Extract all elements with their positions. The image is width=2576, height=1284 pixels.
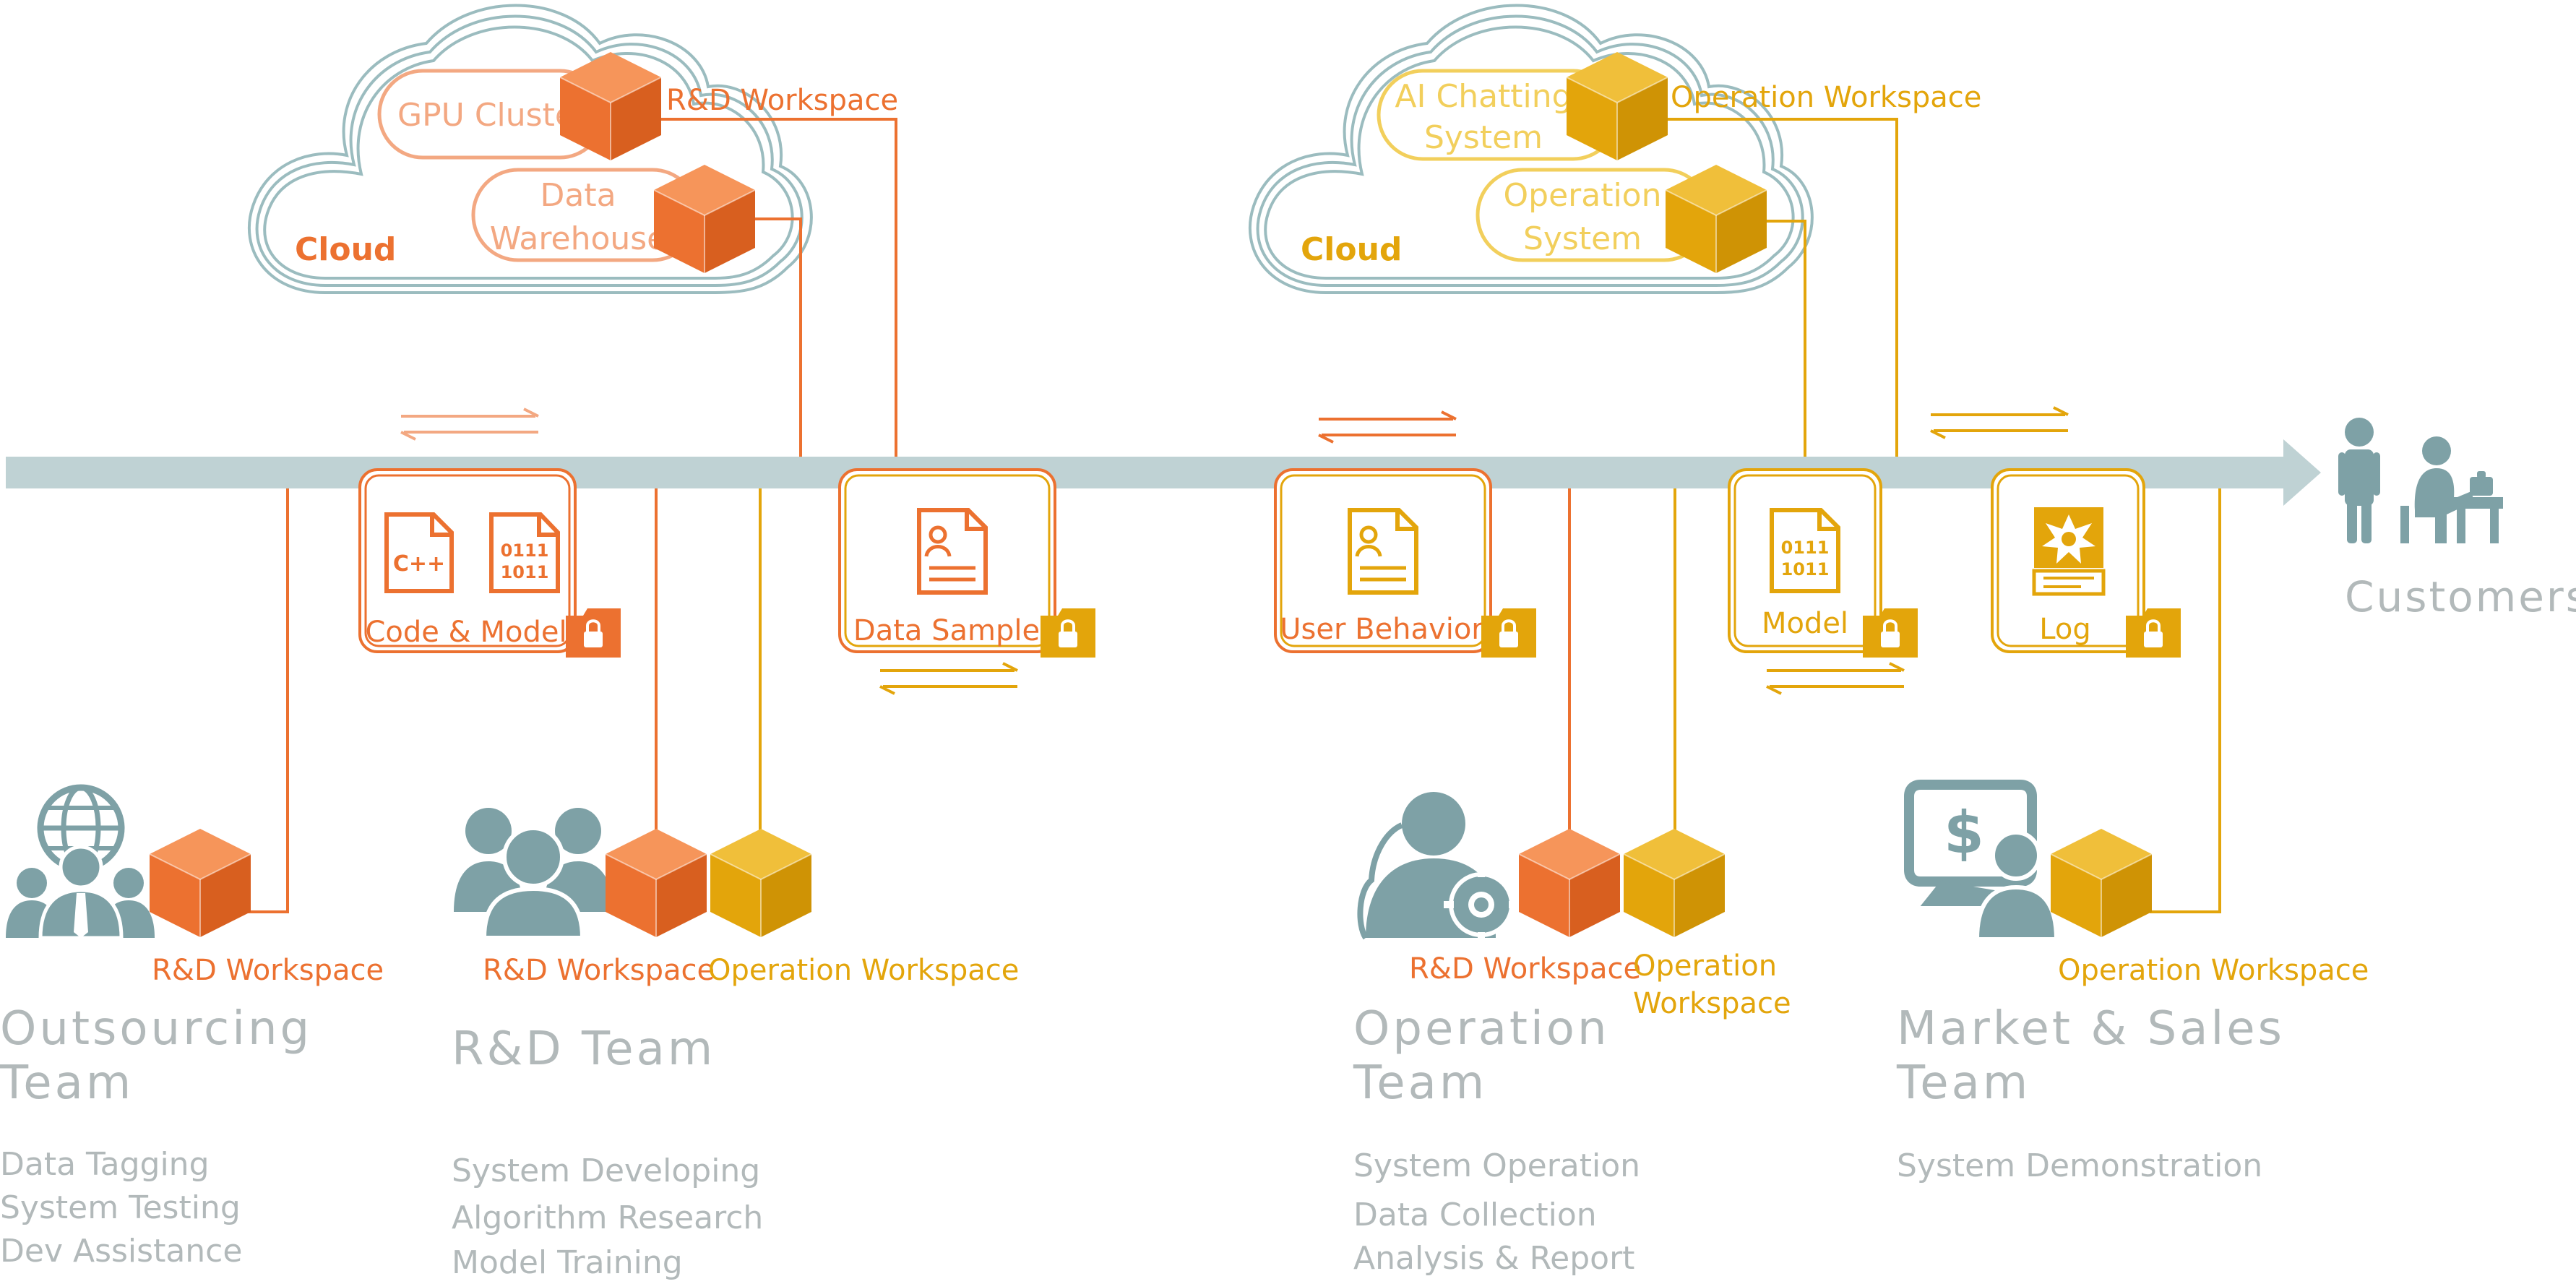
- asset-model: 0111 1011 Model: [1728, 468, 1919, 659]
- exchange-arrow-icon: [400, 408, 540, 441]
- team-connectors: [246, 488, 2221, 913]
- user-document-icon: [917, 508, 988, 595]
- team-title-line1: Market & Sales: [1897, 1002, 2285, 1056]
- flow-bar: [6, 439, 2321, 506]
- data-warehouse-label-2: Warehouse: [490, 220, 667, 257]
- rd-workspace-label: R&D Workspace: [483, 954, 715, 987]
- operation-workspace-cube-icon: [1623, 828, 1726, 938]
- team-task: System Testing: [0, 1189, 241, 1226]
- market-sales-team-icon: $: [1904, 780, 2059, 942]
- operation-workspace-label: Operation Workspace: [708, 954, 1019, 987]
- outsourcing-team-icon: [6, 784, 155, 940]
- rd-workspace-label: R&D Workspace: [1409, 952, 1641, 986]
- team-task: Analysis & Report: [1353, 1240, 1634, 1277]
- user-document-icon: [1348, 508, 1418, 595]
- rd-team-icon: [454, 808, 613, 940]
- customers: Customers: [2338, 418, 2576, 621]
- team-task: Data Collection: [1353, 1197, 1597, 1233]
- svg-text:0111: 0111: [1781, 538, 1830, 558]
- svg-text:0111: 0111: [501, 540, 549, 561]
- connector-line: [661, 118, 897, 457]
- operation-workspace-cube-icon: [710, 828, 812, 938]
- binary-file-icon: 0111 1011: [489, 512, 560, 593]
- rd-workspace-cube-icon: [605, 828, 707, 938]
- svg-text:1011: 1011: [1781, 559, 1830, 579]
- cpp-file-icon: C++: [384, 512, 454, 593]
- team-title-line2: Team: [0, 1056, 134, 1110]
- rd-cloud: Cloud GPU Cluster Data Warehouse R&D Wor…: [247, 4, 898, 457]
- asset-user-behavior: User Behavior: [1274, 468, 1538, 659]
- team-market-sales: $ Operation Workspace Market & Sales Tea…: [1896, 780, 2369, 1184]
- team-title-line1: R&D Team: [452, 1022, 715, 1076]
- asset-label: Code & Model: [365, 616, 567, 649]
- operation-system-label-1: Operation: [1504, 177, 1662, 214]
- team-task: System Developing: [452, 1152, 760, 1189]
- alert-log-icon: [2032, 507, 2106, 596]
- asset-label: Log: [2039, 613, 2090, 646]
- rd-workspace-cube-icon: [149, 828, 251, 938]
- customers-icon: [2338, 418, 2503, 543]
- team-title-line1: Outsourcing: [0, 1002, 312, 1056]
- svg-text:1011: 1011: [501, 562, 549, 582]
- operation-workspace-label-2: Workspace: [1633, 987, 1791, 1020]
- exchange-arrow-icon: [1765, 662, 1905, 695]
- cloud-workspace-label: R&D Workspace: [666, 84, 898, 117]
- team-task: System Operation: [1353, 1147, 1640, 1184]
- team-title-line2: Team: [1353, 1056, 1487, 1110]
- operation-workspace-label-1: Operation: [1633, 949, 1777, 983]
- team-task: Data Tagging: [0, 1146, 210, 1183]
- ai-chatting-label-2: System: [1424, 119, 1543, 156]
- lock-folder-icon: [1039, 607, 1097, 659]
- lock-folder-icon: [1861, 607, 1919, 659]
- operation-system-label-2: System: [1523, 220, 1642, 257]
- asset-label: Model: [1762, 607, 1848, 640]
- operation-workspace-cube-icon: [2050, 828, 2153, 938]
- team-task: Dev Assistance: [0, 1233, 242, 1270]
- asset-log: Log: [1991, 468, 2182, 659]
- binary-file-icon: 0111 1011: [1770, 508, 1840, 593]
- asset-label: Data Sample: [853, 614, 1040, 647]
- cloud-label: Cloud: [295, 231, 396, 268]
- connector-line: [755, 217, 802, 457]
- exchange-arrow-icon: [1929, 406, 2069, 439]
- operation-cloud: Cloud AI Chatting System Operation Syste…: [1248, 4, 1981, 457]
- lock-folder-icon: [564, 607, 622, 659]
- svg-text:C++: C++: [393, 551, 445, 577]
- gpu-cluster-label: GPU Cluster: [397, 97, 588, 134]
- rd-workspace-cube-icon: [1518, 828, 1621, 938]
- lock-folder-icon: [2124, 607, 2182, 659]
- cloud-label: Cloud: [1301, 231, 1402, 268]
- connector-line: [1767, 220, 1806, 457]
- team-operation: R&D Workspace Operation Workspace Operat…: [1353, 792, 1791, 1277]
- workspace-label: Operation Workspace: [2058, 954, 2369, 987]
- team-task: System Demonstration: [1897, 1147, 2262, 1184]
- team-rd: R&D Workspace Operation Workspace R&D Te…: [452, 808, 1019, 1281]
- data-warehouse-label-1: Data: [540, 177, 616, 214]
- workspace-label: R&D Workspace: [152, 954, 384, 987]
- team-task: Algorithm Research: [452, 1199, 763, 1236]
- asset-code-model: C++ 0111 1011 Code & Model: [358, 468, 622, 659]
- exchange-arrow-icon: [1317, 410, 1457, 444]
- asset-data-sample: Data Sample: [838, 468, 1097, 659]
- lock-folder-icon: [1480, 607, 1538, 659]
- team-title-line2: Team: [1896, 1056, 2030, 1110]
- team-outsourcing: R&D Workspace Outsourcing Team Data Tagg…: [0, 784, 384, 1270]
- asset-label: User Behavior: [1280, 613, 1483, 646]
- cloud-workspace-label: Operation Workspace: [1671, 81, 1981, 114]
- ai-chatting-label-1: AI Chatting: [1395, 78, 1572, 115]
- team-title-line1: Operation: [1353, 1002, 1610, 1056]
- operation-team-icon: [1357, 792, 1519, 942]
- customers-label: Customers: [2345, 572, 2576, 621]
- connector-line: [1668, 118, 1898, 457]
- team-task: Model Training: [452, 1244, 683, 1281]
- svg-text:$: $: [1944, 799, 1984, 866]
- exchange-arrow-icon: [879, 662, 1019, 695]
